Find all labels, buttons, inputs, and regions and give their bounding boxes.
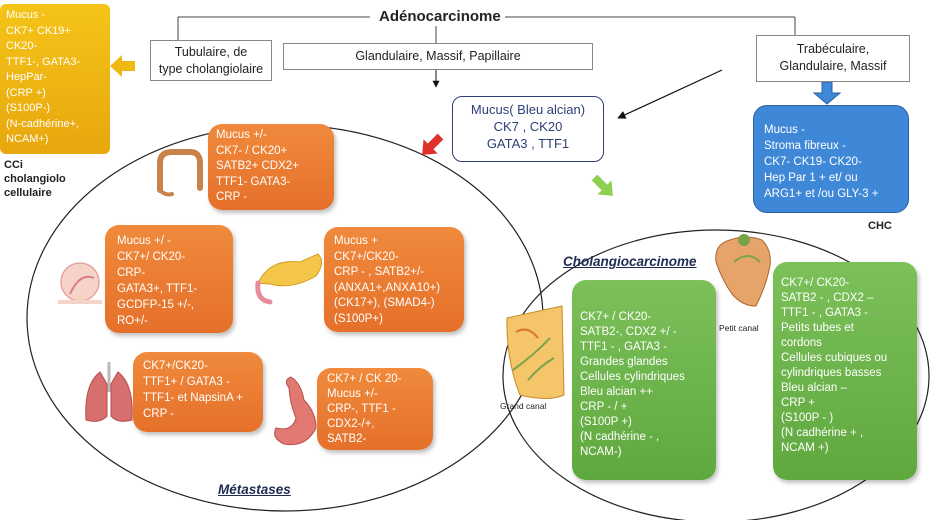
arrow-right-to-mucus (617, 69, 723, 119)
branch-right-box: Trabéculaire, Glandulaire, Massif (756, 35, 910, 82)
grand-canal-label: Grand canal (500, 401, 547, 411)
lung-box: CK7+/CK20- TTF1+ / GATA3 - TTF1- et Naps… (133, 352, 263, 432)
cholangio-ellipse (502, 229, 930, 520)
breast-box: Mucus +/ - CK7+/ CK20- CRP- GATA3+, TTF1… (105, 225, 233, 333)
petit-canal-illustration (715, 234, 771, 307)
colon-illustration (157, 149, 203, 197)
arrow-yellow-left (110, 55, 135, 77)
grand-canal-illustration (506, 305, 565, 399)
stomach-box: CK7+ / CK 20- Mucus +/- CRP-, TTF1 - CDX… (317, 368, 433, 450)
cholangio-label: Cholangiocarcinome (563, 254, 697, 269)
tree-connectors (177, 16, 796, 43)
diagram-title: Adénocarcinome (379, 8, 501, 25)
grand-canal-box: CK7+ / CK20- SATB2-, CDX2 +/ - TTF1 - , … (572, 280, 716, 480)
branch-left-box: Tubulaire, de type cholangiolaire (150, 40, 272, 81)
pancreas-illustration (255, 253, 322, 305)
cci-label: CCi cholangiolo cellulaire (4, 159, 66, 199)
petit-canal-label: Petit canal (719, 323, 759, 333)
mucus-box: Mucus( Bleu alcian) CK7 , CK20 GATA3 , T… (452, 96, 604, 162)
breast-illustration (58, 262, 102, 304)
chc-box: Mucus - Stroma fibreux - CK7- CK19- CK20… (753, 105, 909, 213)
colon-box: Mucus +/- CK7- / CK20+ SATB2+ CDX2+ TTF1… (208, 124, 334, 210)
arrow-blue-down (812, 81, 842, 105)
stomach-illustration (274, 376, 317, 446)
metastases-label: Métastases (218, 482, 291, 497)
branch-center-box: Glandulaire, Massif, Papillaire (283, 43, 593, 70)
petit-canal-box: CK7+/ CK20- SATB2 - , CDX2 – TTF1 - , GA… (773, 262, 917, 480)
chc-label: CHC (868, 220, 892, 232)
lung-illustration (85, 362, 133, 422)
arrow-red (422, 133, 444, 155)
arrow-green (591, 174, 613, 196)
cci-box: Mucus - CK7+ CK19+ CK20- TTF1-, GATA3- H… (0, 4, 110, 154)
pancreas-box: Mucus + CK7+/CK20- CRP - , SATB2+/- (ANX… (324, 227, 464, 332)
